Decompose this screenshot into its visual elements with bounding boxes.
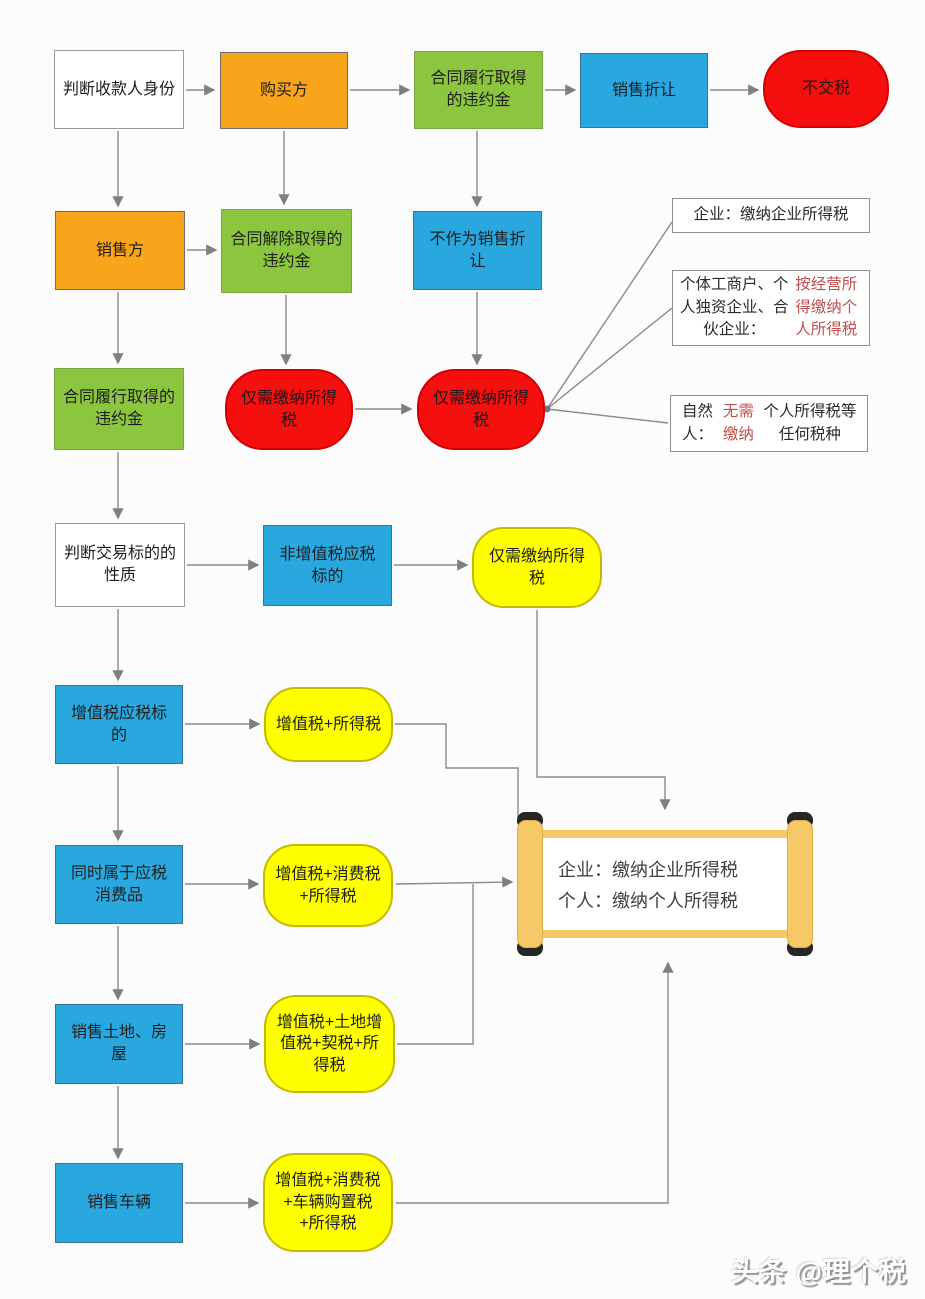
note-natural-red-text: 无需缴纳 bbox=[722, 403, 754, 443]
node-buyer: 购买方 bbox=[220, 52, 348, 129]
note-natural-black-text-2: 个人所得税等任何税种 bbox=[763, 403, 857, 443]
node-contract-performed-penalty-top: 合同履行取得的违约金 bbox=[414, 51, 543, 129]
node-income-tax-only-yellow: 仅需缴纳所得税 bbox=[472, 527, 602, 608]
note-sole-trader-tax: 个体工商户、个人独资企业、合伙企业：按经营所得缴纳个人所得税 bbox=[672, 270, 870, 346]
node-income-tax-only-red-2: 仅需缴纳所得税 bbox=[417, 369, 545, 450]
scroll-banner-paper: 企业：缴纳企业所得税 个人：缴纳个人所得税 bbox=[540, 838, 790, 930]
node-judge-payee: 判断收款人身份 bbox=[54, 50, 184, 129]
scroll-banner: 企业：缴纳企业所得税 个人：缴纳个人所得税 bbox=[530, 830, 800, 938]
node-sell-vehicle: 销售车辆 bbox=[55, 1163, 183, 1243]
scroll-line-individual: 个人：缴纳个人所得税 bbox=[558, 890, 738, 911]
scroll-pole-right bbox=[787, 820, 813, 948]
note-natural-black-text-1: 自然人： bbox=[681, 403, 713, 443]
node-income-tax-only-red-1: 仅需缴纳所得税 bbox=[225, 369, 353, 450]
note-sole-trader-black-text: 个体工商户、个人独资企业、合伙企业： bbox=[679, 276, 789, 339]
watermark: 头条 @理个税 bbox=[731, 1257, 907, 1287]
note-enterprise-tax: 企业：缴纳企业所得税 bbox=[672, 198, 870, 233]
node-sell-land-house: 销售土地、房屋 bbox=[55, 1004, 183, 1084]
node-no-tax: 不交税 bbox=[763, 50, 889, 128]
scroll-line-enterprise: 企业：缴纳企业所得税 bbox=[558, 859, 738, 880]
node-judge-subject-nature: 判断交易标的的性质 bbox=[55, 523, 185, 607]
node-seller: 销售方 bbox=[55, 211, 185, 290]
scroll-pole-left bbox=[517, 820, 543, 948]
node-vat-subject: 增值税应税标的 bbox=[55, 685, 183, 764]
node-vat-consumption-vehicle-income-tax: 增值税+消费税 +车辆购置税 +所得税 bbox=[263, 1153, 393, 1252]
node-sales-discount: 销售折让 bbox=[580, 53, 708, 128]
node-vat-consumption-income-tax: 增值税+消费税 +所得税 bbox=[263, 844, 393, 927]
node-non-vat-subject: 非增值税应税标的 bbox=[263, 525, 392, 606]
note-natural-person-tax: 自然人： 无需缴纳个人所得税等任何税种 bbox=[670, 395, 868, 452]
node-taxable-consumable: 同时属于应税消费品 bbox=[55, 845, 183, 924]
node-vat-land-deed-income-tax: 增值税+土地增 值税+契税+所 得税 bbox=[264, 995, 395, 1093]
node-vat-plus-income-tax: 增值税+所得税 bbox=[264, 687, 393, 762]
node-contract-performed-penalty-left: 合同履行取得的违约金 bbox=[54, 368, 184, 450]
connectors bbox=[112, 84, 760, 1209]
note-sole-trader-red-text: 按经营所得缴纳个人所得税 bbox=[795, 276, 858, 339]
node-not-sales-discount: 不作为销售折让 bbox=[413, 211, 542, 290]
node-contract-cancelled-penalty: 合同解除取得的违约金 bbox=[221, 209, 352, 293]
